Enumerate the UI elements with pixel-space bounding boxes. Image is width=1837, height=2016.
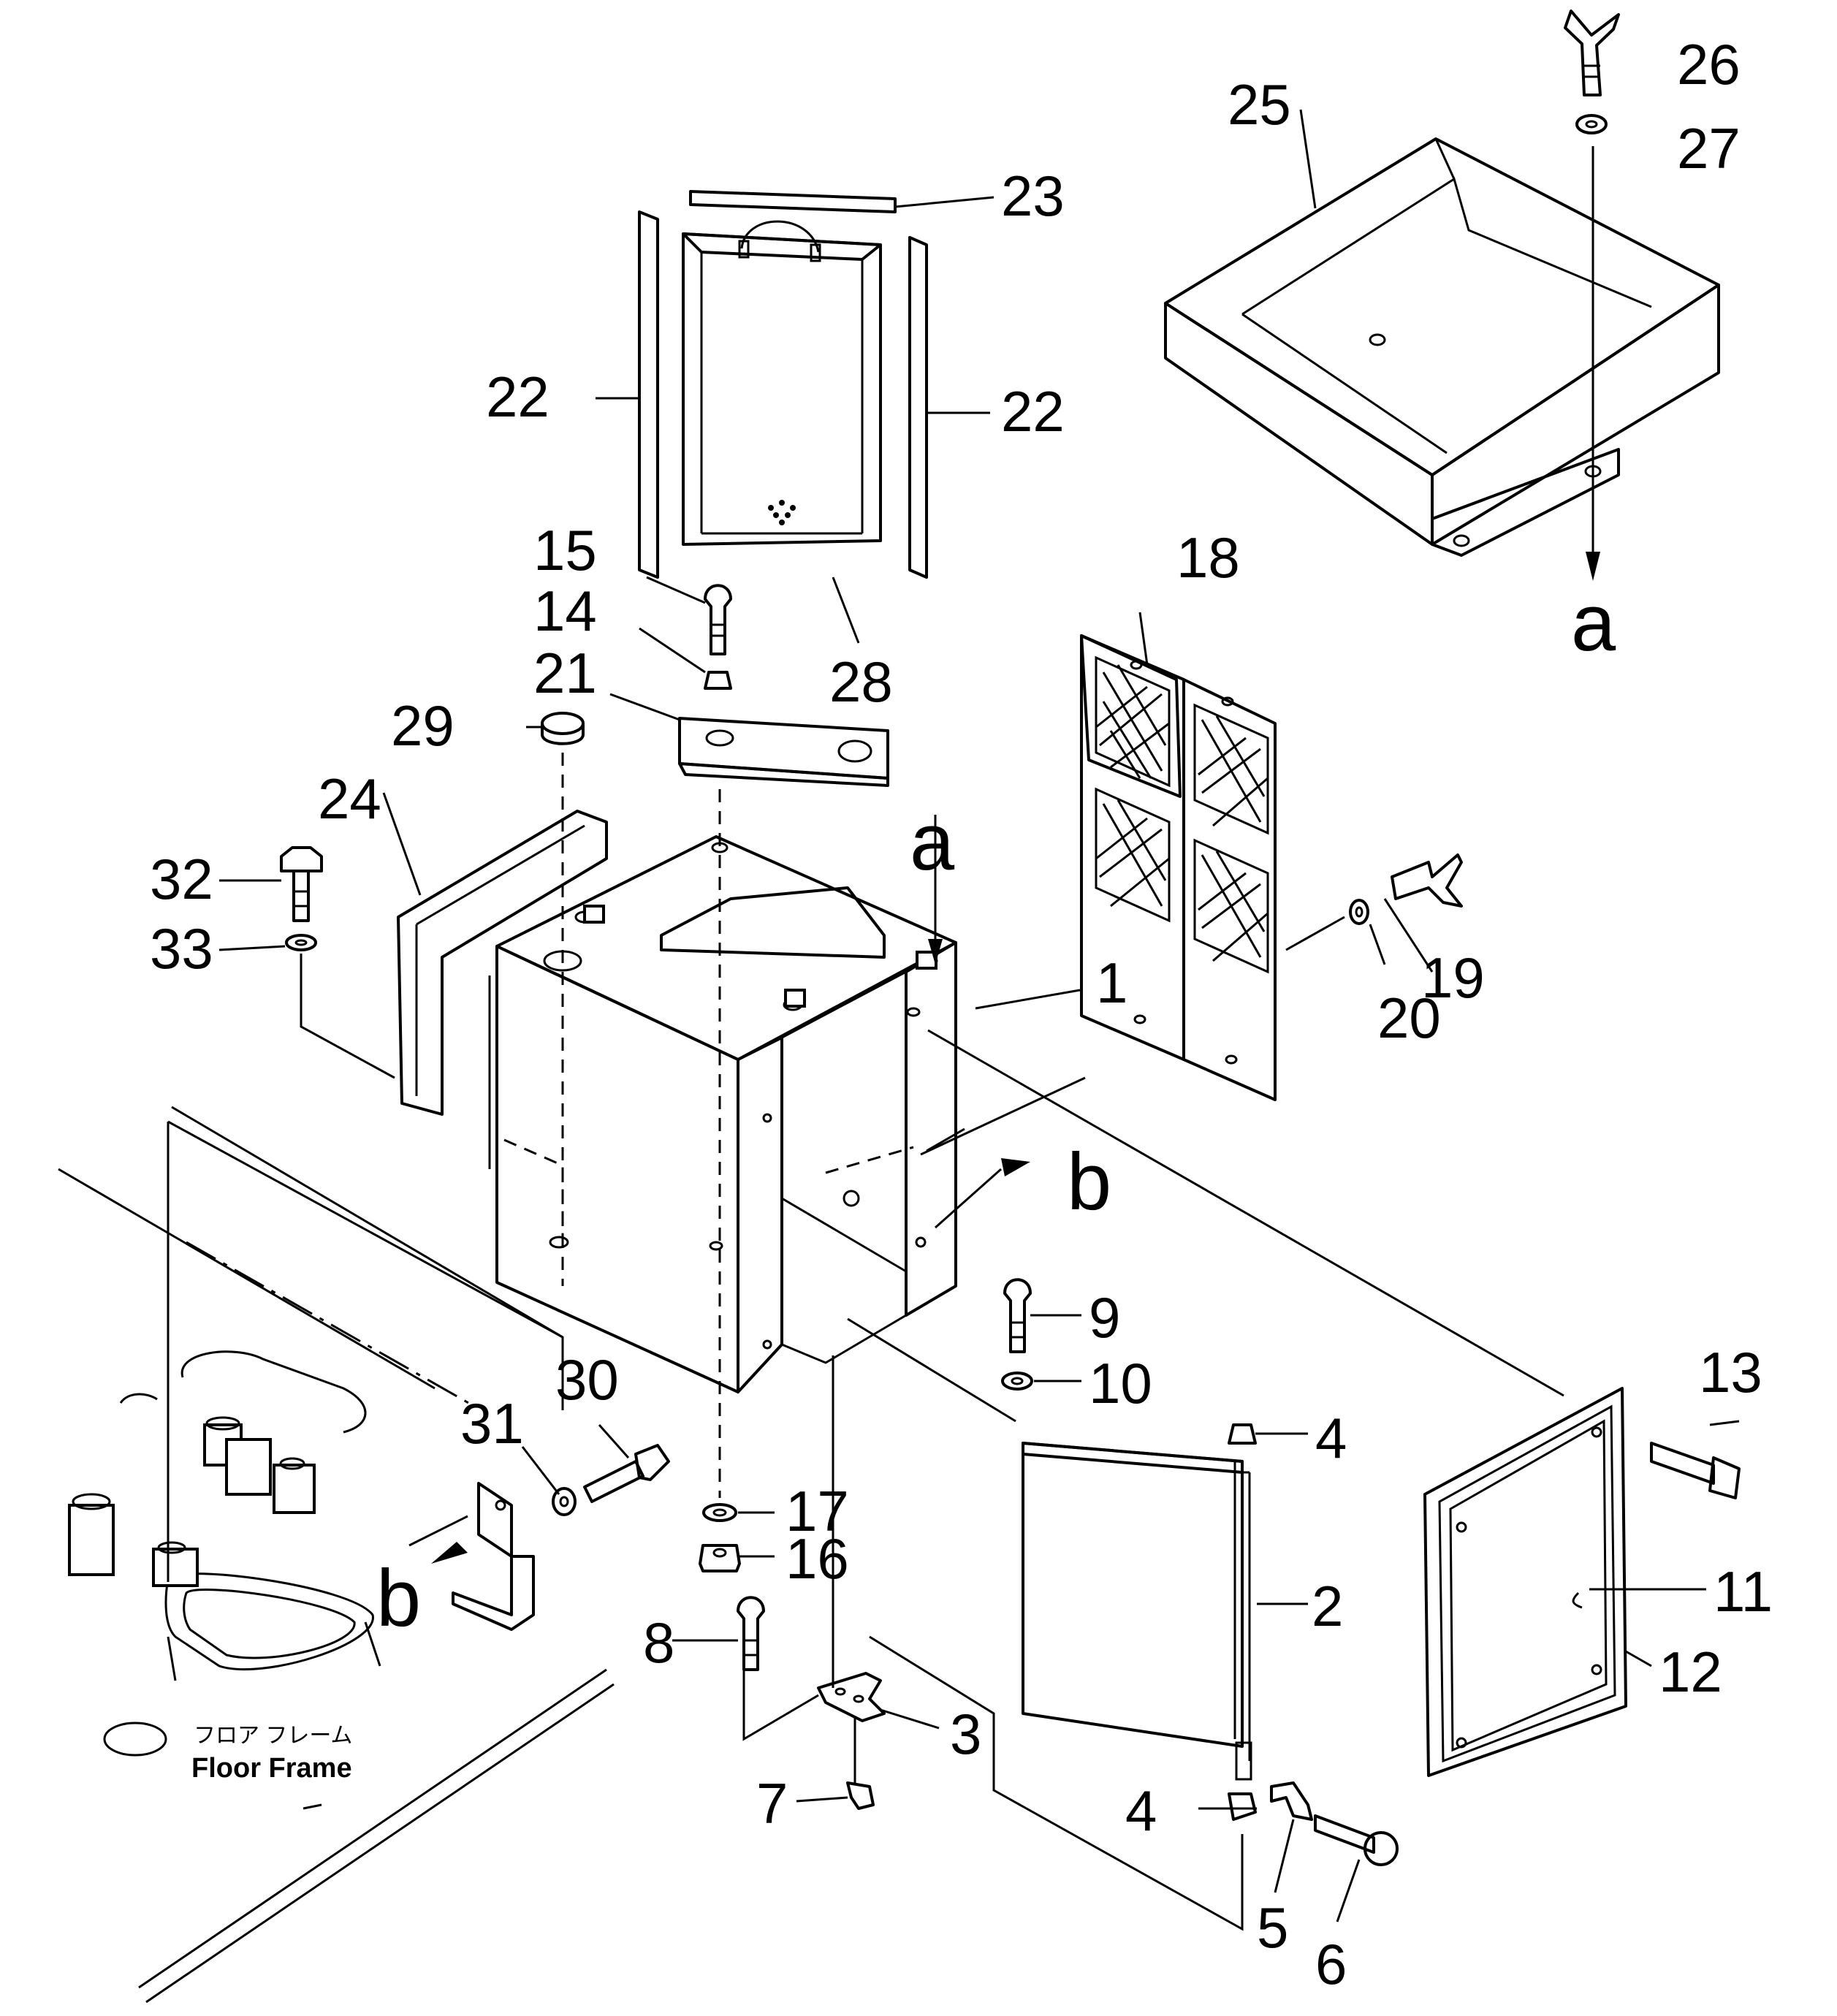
door-2 <box>1022 1442 1252 1781</box>
cap-29 <box>541 712 585 745</box>
strip-22-left <box>638 210 659 579</box>
label-29: 29 <box>391 693 455 758</box>
washer-17 <box>702 1503 737 1522</box>
label-20: 20 <box>1377 986 1441 1050</box>
label-28: 28 <box>829 650 893 714</box>
label-3: 3 <box>950 1702 981 1766</box>
wing-bolt-19 <box>1391 853 1463 908</box>
clip-7 <box>846 1781 875 1810</box>
wing-bolt-26 <box>1564 9 1620 96</box>
washer-31 <box>552 1487 577 1516</box>
ref-b-left: b <box>376 1553 421 1643</box>
bolt-32 <box>280 846 323 922</box>
tray-25 <box>1164 137 1720 557</box>
bolt-9 <box>1003 1278 1032 1353</box>
label-2: 2 <box>1312 1574 1343 1638</box>
label-22-left: 22 <box>486 365 549 429</box>
label-16: 16 <box>786 1526 849 1591</box>
strip-23 <box>689 190 897 213</box>
arrow-a-down <box>1586 552 1600 581</box>
label-26: 26 <box>1677 32 1741 96</box>
assembly-lines <box>167 109 1740 1931</box>
label-30: 30 <box>555 1347 619 1412</box>
label-4-bottom: 4 <box>1125 1779 1157 1843</box>
label-31: 31 <box>460 1391 524 1456</box>
floor-frame-caption: フロア フレーム Floor Frame <box>191 1724 352 1784</box>
tube-left <box>583 905 605 924</box>
label-8: 8 <box>643 1610 674 1675</box>
floor-frame <box>58 1106 615 2004</box>
label-11: 11 <box>1714 1559 1773 1624</box>
bolt-15 <box>704 584 732 655</box>
bushing-4-top <box>1228 1423 1257 1445</box>
label-7: 7 <box>756 1771 788 1836</box>
label-27: 27 <box>1677 116 1741 180</box>
clip-5 <box>1270 1781 1313 1821</box>
label-32: 32 <box>150 847 213 911</box>
washer-33 <box>285 934 317 951</box>
label-24: 24 <box>318 767 381 831</box>
door-frame-12 <box>1423 1387 1627 1777</box>
label-5: 5 <box>1257 1895 1288 1960</box>
bracket-b <box>452 1482 535 1631</box>
label-13: 13 <box>1699 1340 1762 1404</box>
bolt-30 <box>583 1444 670 1503</box>
bushing-14 <box>704 671 732 690</box>
label-1: 1 <box>1096 951 1127 1015</box>
ref-b-right: b <box>1067 1137 1111 1227</box>
panel-28 <box>682 220 882 546</box>
label-6: 6 <box>1315 1932 1347 1996</box>
caption-japanese: フロア フレーム <box>194 1724 352 1748</box>
frame-24 <box>397 810 608 1169</box>
label-19: 19 <box>1421 946 1485 1010</box>
housing-1 <box>495 835 957 1393</box>
label-21: 21 <box>533 641 597 705</box>
label-17: 17 <box>786 1479 849 1543</box>
bracket-3 <box>817 1672 886 1722</box>
label-4-top: 4 <box>1315 1406 1347 1470</box>
label-22-right: 22 <box>1001 379 1065 444</box>
part-labels: 1 2 3 4 4 5 6 7 8 9 10 11 12 13 14 15 16… <box>150 32 1773 1996</box>
label-9: 9 <box>1089 1285 1120 1350</box>
label-14: 14 <box>533 579 597 643</box>
bolt-8 <box>737 1596 765 1671</box>
washer-27 <box>1575 114 1608 134</box>
label-33: 33 <box>150 916 213 981</box>
screen-panel-18 <box>1080 612 1277 1101</box>
tube-mid <box>784 989 806 1008</box>
caption-english: Floor Frame <box>191 1753 352 1784</box>
label-25: 25 <box>1228 72 1291 137</box>
bushing-4-bottom <box>1228 1792 1257 1821</box>
washer-20 <box>1349 899 1369 925</box>
nut-16 <box>699 1544 741 1572</box>
reference-letters: a a b b <box>376 578 1616 1643</box>
ref-a-tray: a <box>1571 578 1616 668</box>
label-18: 18 <box>1176 525 1240 590</box>
label-12: 12 <box>1659 1640 1722 1704</box>
label-10: 10 <box>1089 1351 1152 1415</box>
plate-21 <box>678 717 889 787</box>
ref-a-box: a <box>910 797 955 887</box>
label-23: 23 <box>1001 164 1065 228</box>
washer-10 <box>1001 1372 1033 1391</box>
bolt-6 <box>1314 1814 1399 1866</box>
bolt-13 <box>1650 1442 1741 1499</box>
strip-22-right <box>908 236 928 579</box>
label-15: 15 <box>533 518 597 582</box>
